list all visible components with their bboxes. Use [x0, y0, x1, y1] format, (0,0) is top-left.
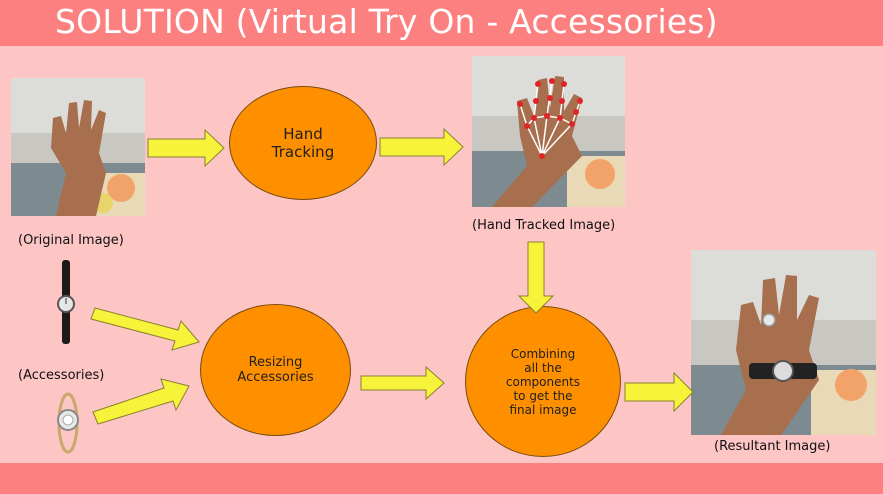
accessories-caption: (Accessories) — [18, 368, 105, 383]
resultant-image — [691, 250, 876, 435]
arrow-resizing-to-combining — [360, 365, 445, 401]
ring-accessory-image — [54, 390, 82, 456]
hand-tracked-caption: (Hand Tracked Image) — [472, 218, 616, 233]
resizing-accessories-label: Resizing Accessories — [237, 355, 314, 385]
combining-label: Combining all the components to get the … — [505, 346, 581, 417]
resultant-image-caption: (Resultant Image) — [714, 439, 831, 454]
hand-tracked-image — [472, 56, 625, 207]
hand-tracking-node: Hand Tracking — [229, 86, 377, 200]
watch-accessory-image — [55, 260, 77, 344]
original-image-caption: (Original Image) — [18, 233, 124, 248]
hand-tracking-label: Hand Tracking — [271, 125, 335, 161]
arrow-watch-to-resizing — [90, 307, 200, 351]
combining-node: Combining all the components to get the … — [465, 306, 621, 457]
arrow-original-to-tracking — [147, 128, 225, 168]
arrow-ring-to-resizing — [92, 378, 190, 425]
original-hand-image — [11, 78, 145, 216]
resizing-accessories-node: Resizing Accessories — [200, 304, 351, 436]
arrow-combining-to-result — [624, 371, 694, 413]
slide-title: SOLUTION (Virtual Try On - Accessories) — [55, 2, 718, 41]
title-bar: SOLUTION (Virtual Try On - Accessories) — [0, 0, 883, 46]
arrow-tracked-to-combining — [517, 241, 555, 314]
arrow-tracking-to-tracked — [379, 127, 464, 167]
footer-bar — [0, 463, 883, 494]
